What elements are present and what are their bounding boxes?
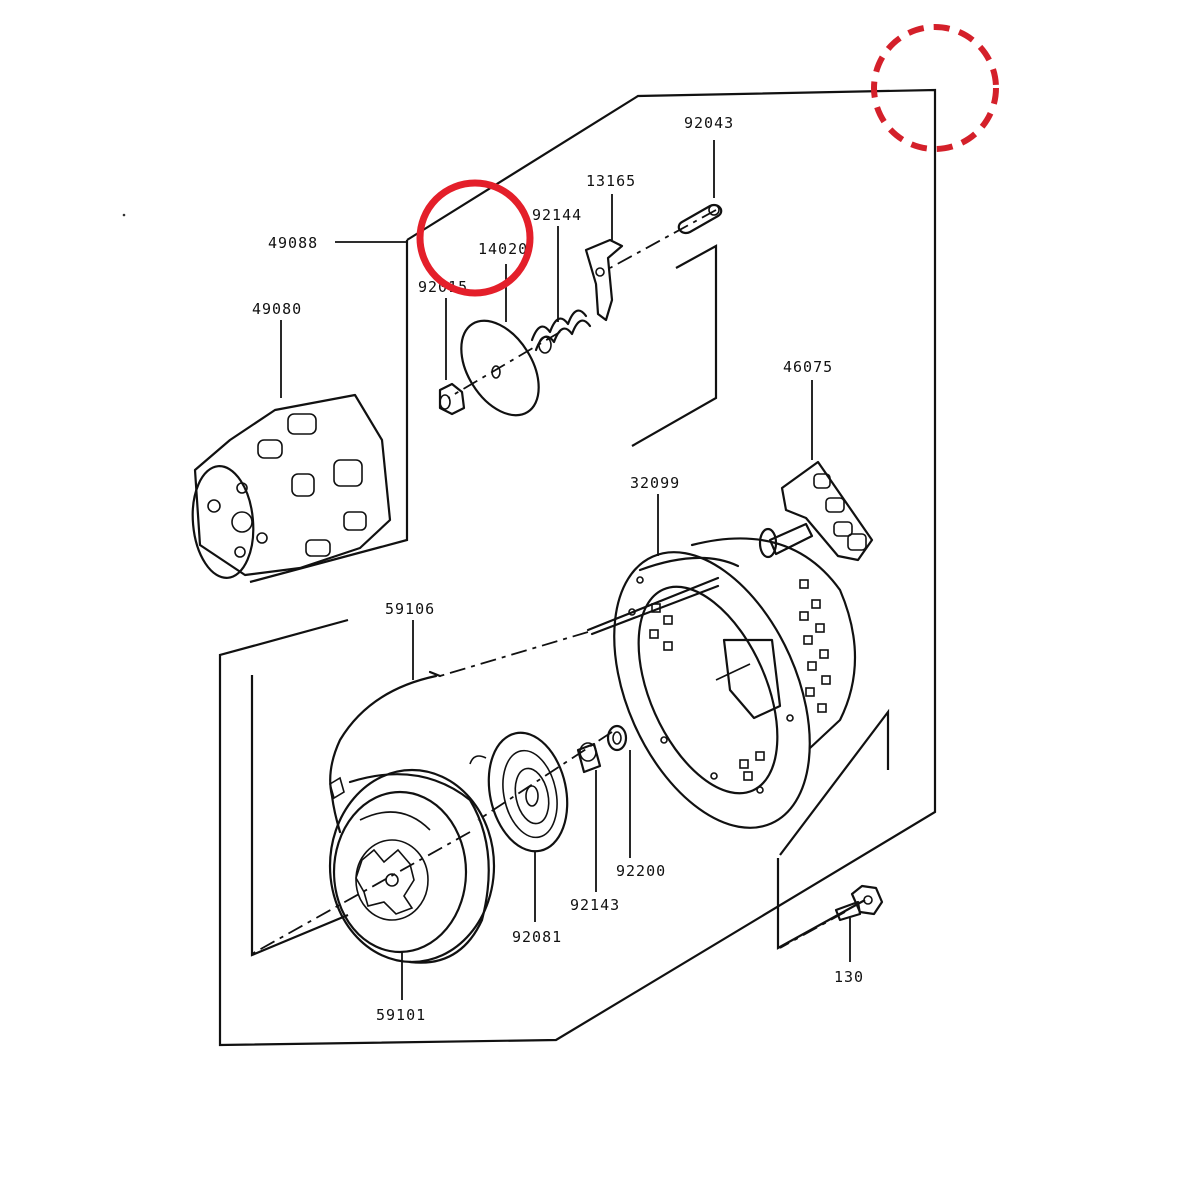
highlight-circle-dashed (871, 24, 999, 152)
label-32099: 32099 (630, 474, 680, 492)
label-49080: 49080 (252, 300, 302, 318)
label-92143: 92143 (570, 896, 620, 914)
label-49088: 49088 (268, 234, 318, 252)
label-13165: 13165 (586, 172, 636, 190)
spring-92144 (530, 309, 592, 354)
nut-92015 (438, 382, 466, 416)
label-130: 130 (834, 968, 864, 986)
handle-46075 (758, 460, 874, 562)
bolt-130 (834, 884, 884, 922)
collar-92143 (576, 742, 602, 774)
cover-49080 (191, 393, 392, 579)
label-92200: 92200 (616, 862, 666, 880)
label-92043: 92043 (684, 114, 734, 132)
spring-92081 (469, 731, 569, 853)
spacer-92200 (606, 724, 628, 752)
label-92081: 92081 (512, 928, 562, 946)
pin-92043 (677, 203, 723, 235)
highlight-circle-solid (416, 179, 534, 297)
label-59106: 59106 (385, 600, 435, 618)
leader-lines (280, 140, 851, 1000)
label-92144: 92144 (532, 206, 582, 224)
stray-dot (122, 213, 126, 217)
label-46075: 46075 (783, 358, 833, 376)
assembly-frame (218, 88, 937, 1047)
center-lines (249, 209, 846, 956)
housing-32099 (613, 537, 857, 829)
highlight-markers (416, 24, 999, 297)
reel-59101 (328, 768, 496, 964)
plate-14020 (460, 319, 540, 417)
rope-59106 (329, 576, 720, 834)
label-14020: 14020 (478, 240, 528, 258)
label-59101: 59101 (376, 1006, 426, 1024)
ratchet-pawl-13165 (584, 238, 624, 322)
housing-vent-holes (649, 579, 831, 781)
